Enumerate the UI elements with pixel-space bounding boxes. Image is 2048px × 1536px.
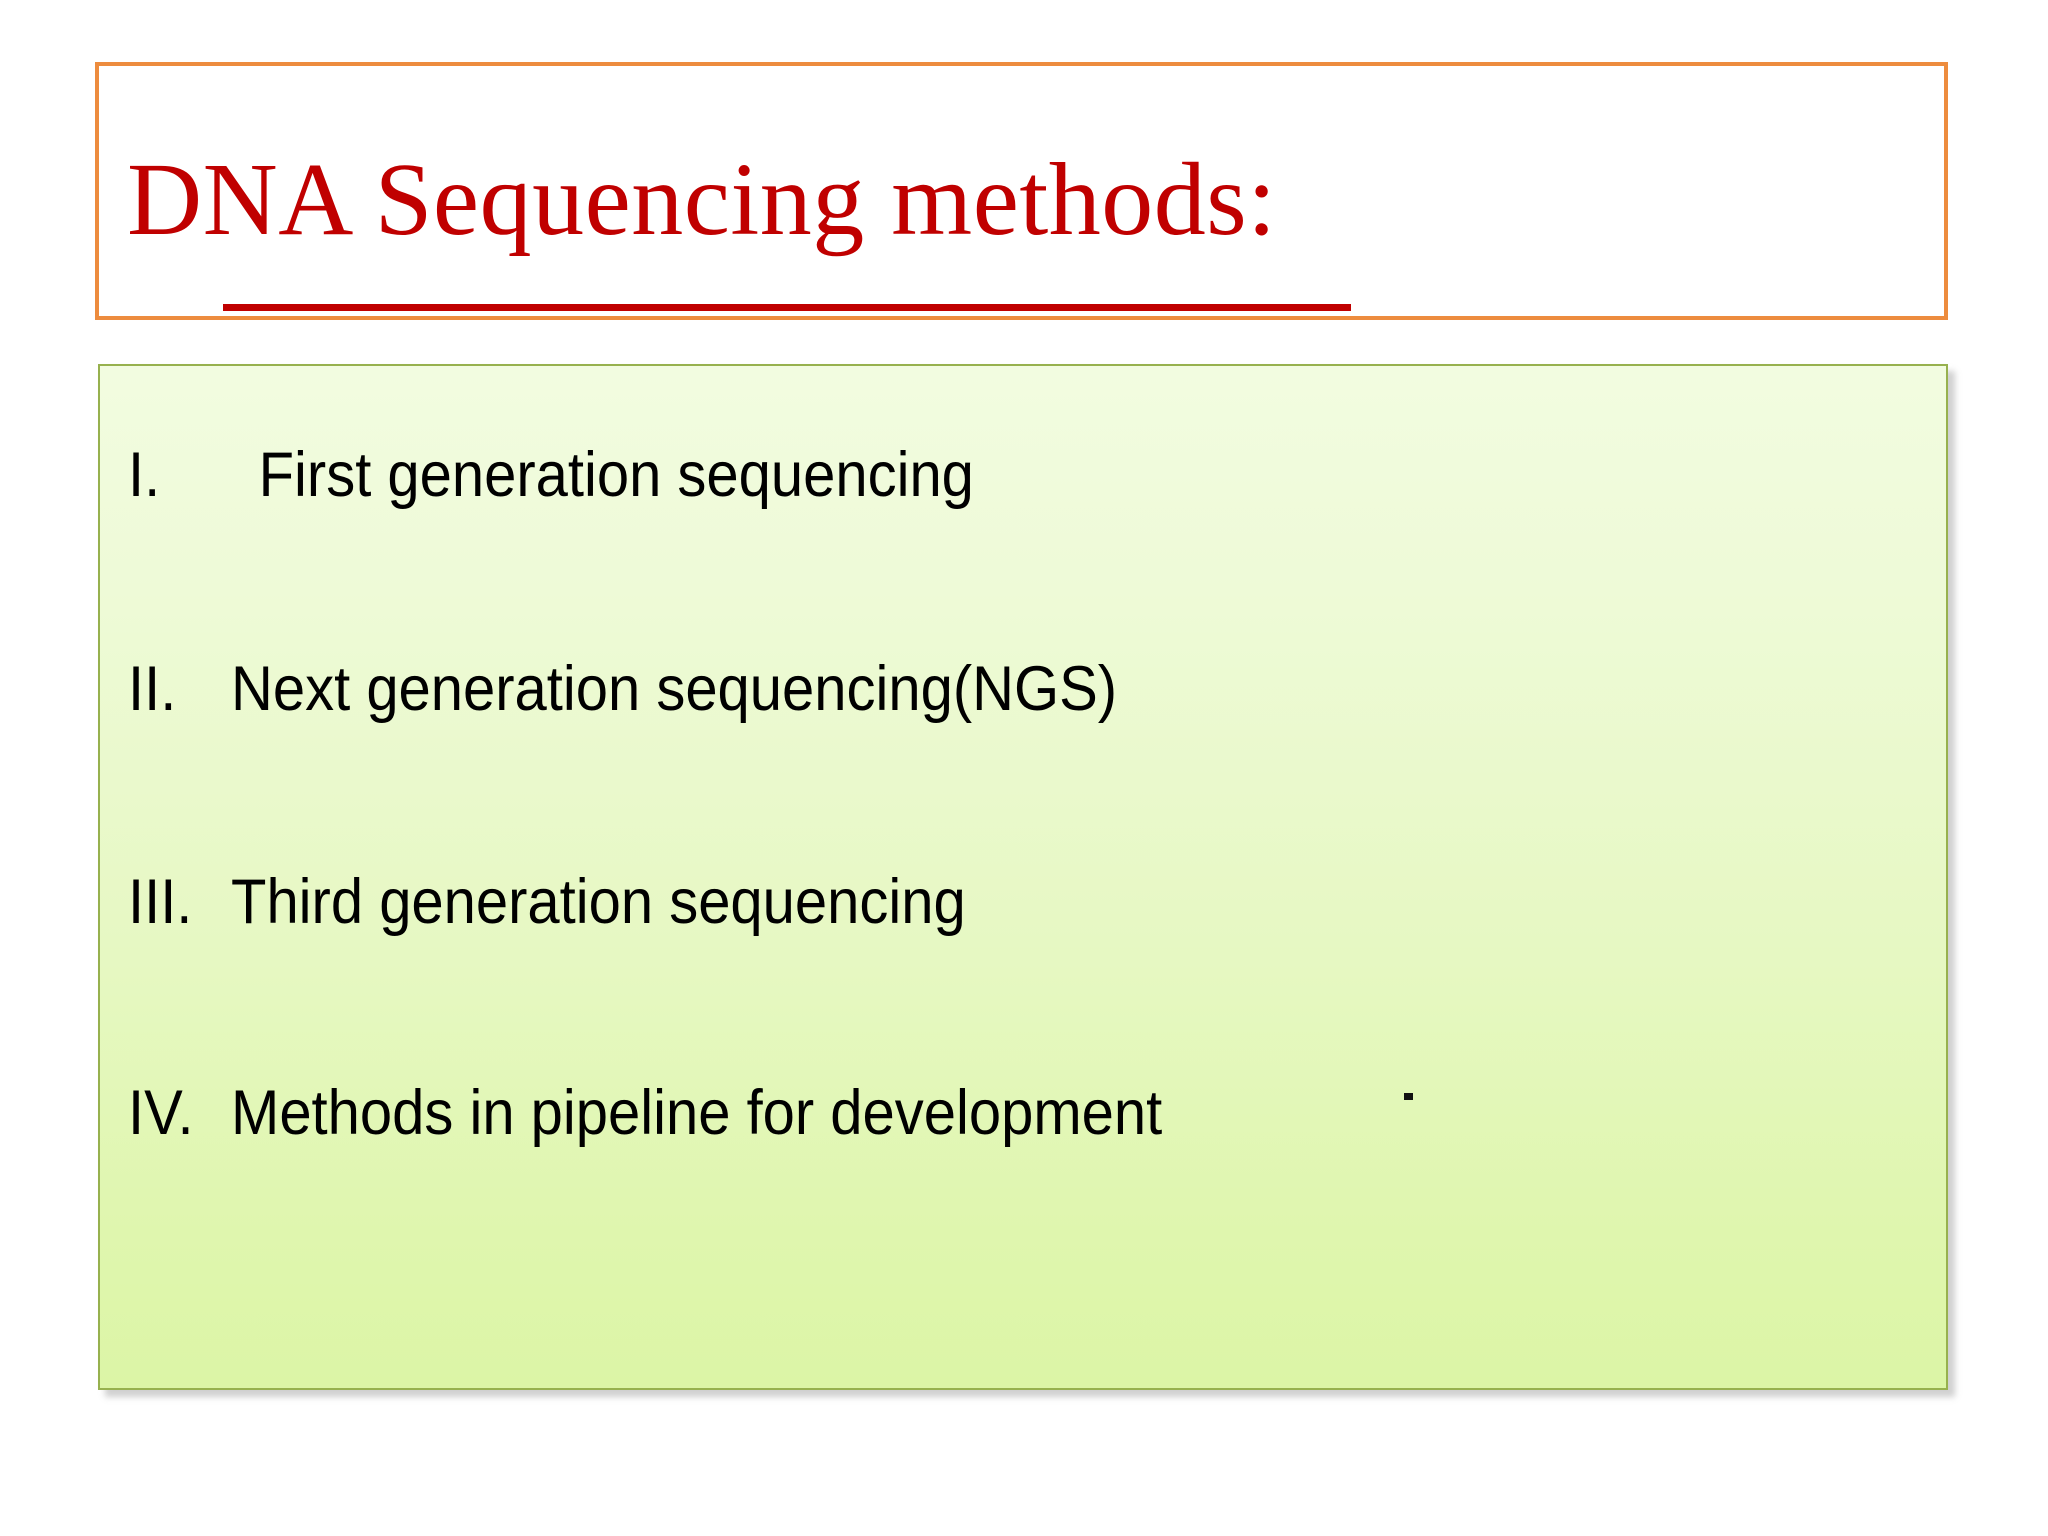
- content-placeholder[interactable]: I. First generation sequencing II. Next …: [98, 364, 1948, 1390]
- page-title: DNA Sequencing methods:: [127, 141, 1277, 257]
- list-item[interactable]: I. First generation sequencing: [128, 444, 974, 507]
- title-underline: [223, 304, 1351, 311]
- list-item-marker: III.: [128, 867, 193, 937]
- list-item-label: Next generation sequencing(NGS): [231, 654, 1118, 724]
- list-item-label: Methods in pipeline for development: [231, 1078, 1163, 1148]
- list-item[interactable]: II. Next generation sequencing(NGS): [128, 658, 1117, 721]
- list-item[interactable]: III. Third generation sequencing: [128, 871, 966, 934]
- list-item-marker: II.: [128, 654, 177, 724]
- title-placeholder[interactable]: DNA Sequencing methods:: [95, 62, 1948, 320]
- list-item-label: Third generation sequencing: [231, 867, 966, 937]
- list-item[interactable]: IV. Methods in pipeline for development: [128, 1082, 1162, 1145]
- list-item-label: First generation sequencing: [258, 440, 974, 510]
- list-item-marker: I.: [128, 440, 161, 510]
- list-item-marker: IV.: [128, 1078, 194, 1148]
- cursor-artifact: [1404, 1093, 1413, 1100]
